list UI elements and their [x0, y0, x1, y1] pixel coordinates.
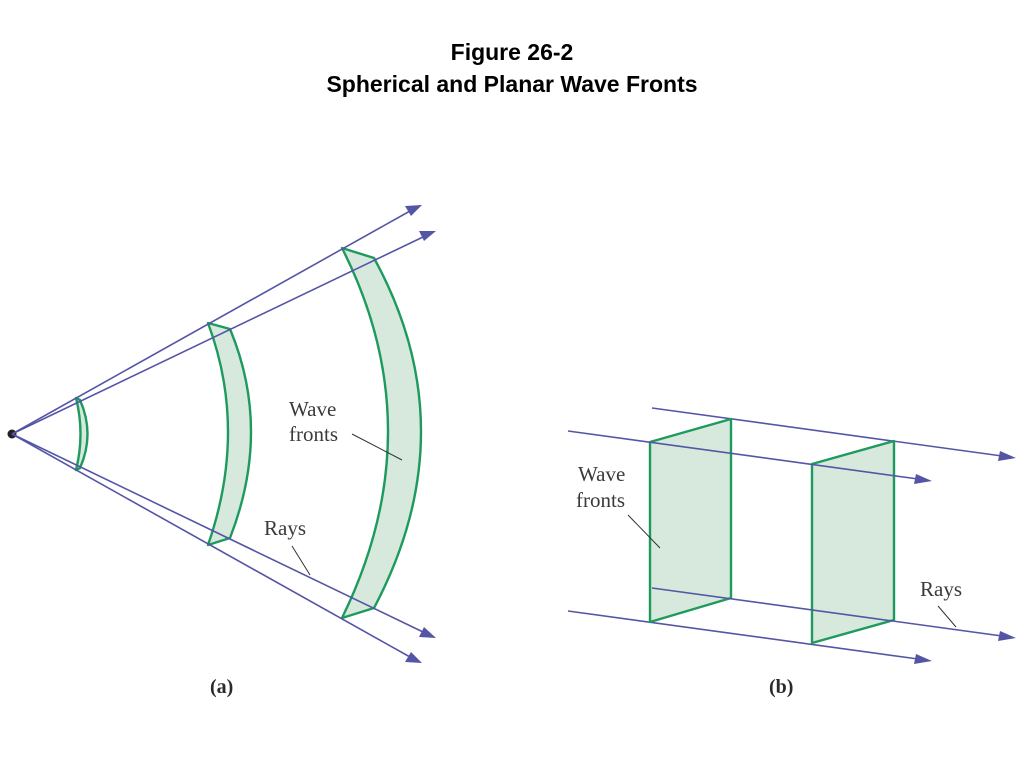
- ray-line: [651, 587, 1003, 637]
- panel-label-b: (b): [769, 676, 793, 698]
- figure-caption: Spherical and Planar Wave Fronts: [326, 71, 698, 97]
- arrow-head-icon: [405, 652, 422, 663]
- page-title: Figure 26-2 Spherical and Planar Wave Fr…: [0, 36, 1024, 100]
- ray-line: [11, 210, 411, 435]
- wave-fronts-label-line2: fronts: [289, 422, 338, 446]
- ray-line: [11, 433, 411, 658]
- arrow-head-icon: [419, 231, 436, 241]
- ray-line: [11, 236, 424, 435]
- wave-fronts-leader-line: [627, 514, 661, 549]
- arrow-head-icon: [914, 474, 932, 484]
- rays-leader-line: [291, 545, 311, 576]
- ray-line: [567, 610, 919, 660]
- planar-wavefront-2: [810, 439, 896, 645]
- spherical-wavefront-2: [206, 321, 253, 547]
- wave-fronts-leader-line: [351, 433, 403, 461]
- arrow-head-icon: [998, 631, 1016, 641]
- arrow-head-icon: [914, 654, 932, 664]
- rays-label: Rays: [920, 577, 962, 601]
- arrow-head-icon: [405, 205, 422, 216]
- rays-label: Rays: [264, 516, 306, 540]
- arrow-head-icon: [998, 451, 1016, 461]
- figure-number: Figure 26-2: [450, 39, 574, 65]
- wave-fronts-label-line1: Wave: [289, 397, 336, 421]
- ray-line: [567, 430, 919, 480]
- rays-leader-line: [937, 605, 957, 628]
- ray-line: [11, 433, 424, 633]
- spherical-wavefront-1: [74, 396, 89, 472]
- spherical-wavefront-3: [340, 246, 423, 620]
- panel-a-spherical: Wave fronts Rays (a): [7, 205, 436, 698]
- panel-b-planar: Wave fronts Rays (b): [567, 407, 1016, 698]
- panel-label-a: (a): [210, 676, 233, 698]
- wave-fronts-label-line2: fronts: [576, 488, 625, 512]
- planar-wavefront-1: [648, 417, 733, 624]
- wave-fronts-label-line1: Wave: [578, 462, 625, 486]
- ray-line: [651, 407, 1003, 457]
- arrow-head-icon: [419, 627, 436, 638]
